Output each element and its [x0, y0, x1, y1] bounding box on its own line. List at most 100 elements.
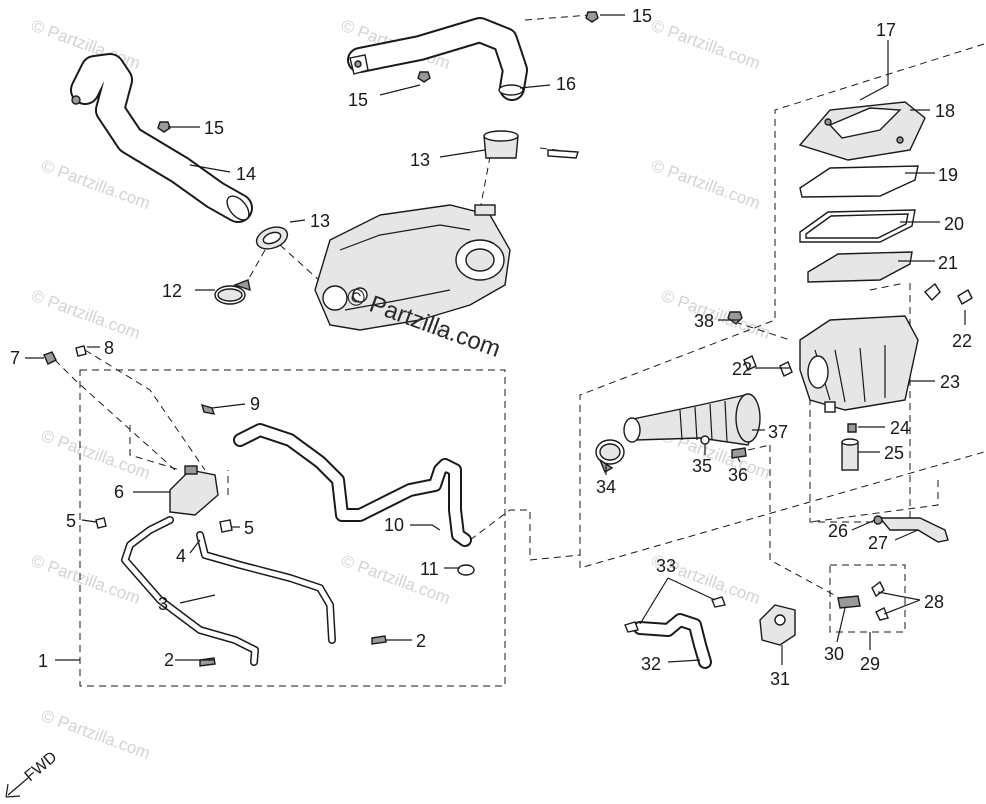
callout-23: 23: [940, 372, 960, 392]
callout-32: 32: [641, 654, 661, 674]
callout-25: 25: [884, 443, 904, 463]
hose-link-guide: [469, 509, 581, 561]
clamp-12: [214, 279, 251, 305]
bolt-guide: [734, 321, 791, 341]
callout-4: 4: [176, 546, 186, 566]
callout-21: 21: [938, 253, 958, 273]
coupler-13-lower: [255, 226, 289, 250]
dashed-outlines: [54, 14, 985, 687]
coupler-13-upper: [483, 130, 579, 159]
callout-14: 14: [236, 164, 256, 184]
callout-13: 13: [310, 211, 330, 231]
callout-7: 7: [10, 348, 20, 368]
fwd-arrow-icon: [7, 777, 29, 796]
filter-element-19: [799, 165, 919, 198]
callout-1: 1: [38, 651, 48, 671]
hose-32: [633, 613, 712, 669]
callout-28: 28: [924, 592, 944, 612]
callout-3: 3: [158, 594, 168, 614]
intake-duct-14: [70, 53, 253, 223]
callout-26: 26: [828, 521, 848, 541]
callout-5: 5: [66, 511, 76, 531]
callout-2: 2: [416, 631, 426, 651]
valve-31: [759, 604, 796, 646]
breather-hose-3: [121, 516, 259, 666]
clip-guide: [869, 282, 906, 291]
callout-12: 12: [162, 281, 182, 301]
drain-guide: [747, 444, 771, 451]
watermark: © Partzilla.com: [39, 156, 153, 213]
intake-guide: [247, 249, 266, 281]
callout-labels: 15 16 15 15 14 13 13 12 17 18 19 20 21 2…: [10, 6, 972, 689]
fwd-label: FWD: [22, 749, 61, 785]
intake-guide: [479, 129, 496, 211]
callout-35: 35: [692, 456, 712, 476]
callout-15: 15: [632, 6, 652, 26]
callout-6: 6: [114, 482, 124, 502]
callout-19: 19: [938, 165, 958, 185]
intake-boot-37: [623, 393, 761, 446]
callout-10: 10: [384, 515, 404, 535]
callout-2: 2: [164, 650, 174, 670]
drain-plug-24-25: [841, 423, 859, 471]
watermark: © Partzilla.com: [39, 706, 153, 763]
breather-guide: [54, 359, 176, 471]
gasket-20: [799, 209, 916, 243]
breather-box-6: [169, 465, 219, 516]
screen-21: [807, 251, 913, 283]
bracket-27: [873, 515, 949, 543]
breather-hose-10: [233, 423, 472, 547]
bolt-38: [727, 311, 743, 325]
fwd-direction-indicator: FWD: [5, 749, 61, 798]
callout-33: 33: [656, 556, 676, 576]
clips-33: [624, 596, 726, 633]
fittings-28-30: [837, 580, 889, 621]
callout-34: 34: [596, 477, 616, 497]
callout-36: 36: [728, 465, 748, 485]
breather-guide: [129, 425, 181, 471]
bolts-15: [157, 11, 599, 133]
drain-guide: [769, 445, 839, 598]
bracket-guide: [809, 480, 939, 523]
watermark: © Partzilla.com: [29, 286, 143, 343]
breather-hose-4: [196, 531, 336, 644]
callout-37: 37: [768, 422, 788, 442]
callout-27: 27: [868, 533, 888, 553]
callout-24: 24: [890, 418, 910, 438]
clips-22: [743, 282, 973, 377]
fwd-arrowhead-icon: [5, 783, 21, 798]
callout-15: 15: [348, 90, 368, 110]
watermark: © Partzilla.com: [649, 16, 763, 73]
airbox-inner-outline: [809, 283, 911, 523]
callout-22: 22: [952, 331, 972, 351]
airbox-case-23: [799, 315, 919, 413]
watermark-layer: © Partzilla.com © Partzilla.com © Partzi…: [29, 16, 773, 763]
intake-duct-16: [347, 17, 528, 101]
callout-22: 22: [732, 359, 752, 379]
leader-lines: [25, 14, 966, 665]
callout-20: 20: [944, 214, 964, 234]
callout-31: 31: [770, 669, 790, 689]
callout-30: 30: [824, 644, 844, 664]
fitting-35-36: [700, 435, 747, 459]
breather-guide: [84, 349, 206, 471]
callout-18: 18: [935, 101, 955, 121]
breather-assembly-outline: [79, 369, 506, 687]
callout-38: 38: [694, 311, 714, 331]
callout-17: 17: [876, 20, 896, 40]
intake-guide: [524, 14, 591, 21]
group-29-outline: [829, 564, 906, 633]
callout-5: 5: [244, 518, 254, 538]
callout-29: 29: [860, 654, 880, 674]
callout-9: 9: [250, 394, 260, 414]
airbox-assembly-outline: [579, 43, 985, 569]
callout-8: 8: [104, 338, 114, 358]
cvt-cover: [314, 204, 511, 331]
watermark: © Partzilla.com: [659, 286, 773, 343]
airbox-cover-18: [798, 101, 926, 161]
callout-15: 15: [204, 118, 224, 138]
clamp-34: [595, 439, 625, 474]
watermark: © Partzilla.com: [649, 156, 763, 213]
callout-16: 16: [556, 74, 576, 94]
